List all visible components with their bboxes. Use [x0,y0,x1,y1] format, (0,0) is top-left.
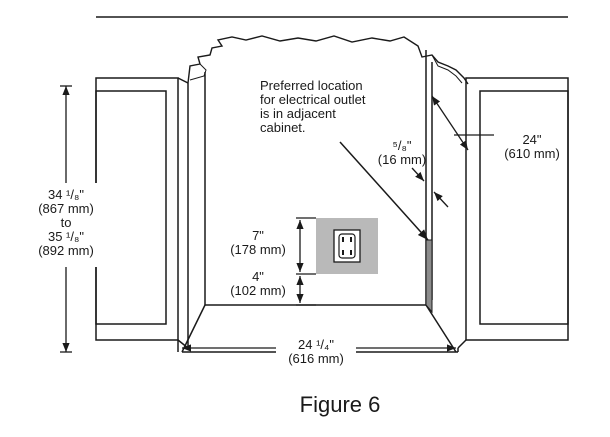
svg-text:(16 mm): (16 mm) [378,152,426,167]
svg-text:34 ¹/₈": 34 ¹/₈" [48,187,84,202]
note-line-4: cabinet. [260,120,306,135]
outlet-receptacle [338,233,356,259]
height-label: 34 ¹/₈" (867 mm) to 35 ¹/₈" (892 mm) [38,187,94,258]
broken-wall-edge-inner [189,63,207,81]
svg-text:24 ¹/₄": 24 ¹/₄" [298,337,334,352]
panel-gap-dimension [411,167,449,208]
svg-text:(178 mm): (178 mm) [230,242,286,257]
right-cabinet [457,77,569,352]
note-line-3: is in adjacent [260,106,336,121]
panel-gap-label: ⁵/₈" (16 mm) [378,138,426,167]
svg-text:24": 24" [522,132,541,147]
outlet-slots [342,237,352,255]
svg-text:4": 4" [252,269,264,284]
depth-dimension [431,95,494,151]
note-leader [339,141,429,241]
broken-wall-edge-right [431,54,463,84]
outlet-height-label: 7" (178 mm) [230,228,286,257]
svg-text:to: to [61,215,72,230]
svg-text:(616 mm): (616 mm) [288,351,344,366]
svg-text:35 ¹/₈": 35 ¹/₈" [48,229,84,244]
svg-text:(102 mm): (102 mm) [230,283,286,298]
floor-clearance-label: 4" (102 mm) [230,269,286,298]
svg-text:⁵/₈": ⁵/₈" [392,138,411,153]
svg-text:(867 mm): (867 mm) [38,201,94,216]
svg-text:(892 mm): (892 mm) [38,243,94,258]
svg-text:(610 mm): (610 mm) [504,146,560,161]
opening-width-label: 24 ¹/₄" (616 mm) [288,337,344,366]
note-line-2: for electrical outlet [260,92,366,107]
svg-text:7": 7" [252,228,264,243]
cabinet-depth-label: 24" (610 mm) [504,132,560,161]
side-panel [425,239,433,314]
left-cabinet [95,77,189,352]
outlet-height-dimension [296,217,316,306]
broken-wall-edge [187,35,469,85]
note-line-1: Preferred location [260,78,363,93]
figure-caption: Figure 6 [300,392,381,417]
